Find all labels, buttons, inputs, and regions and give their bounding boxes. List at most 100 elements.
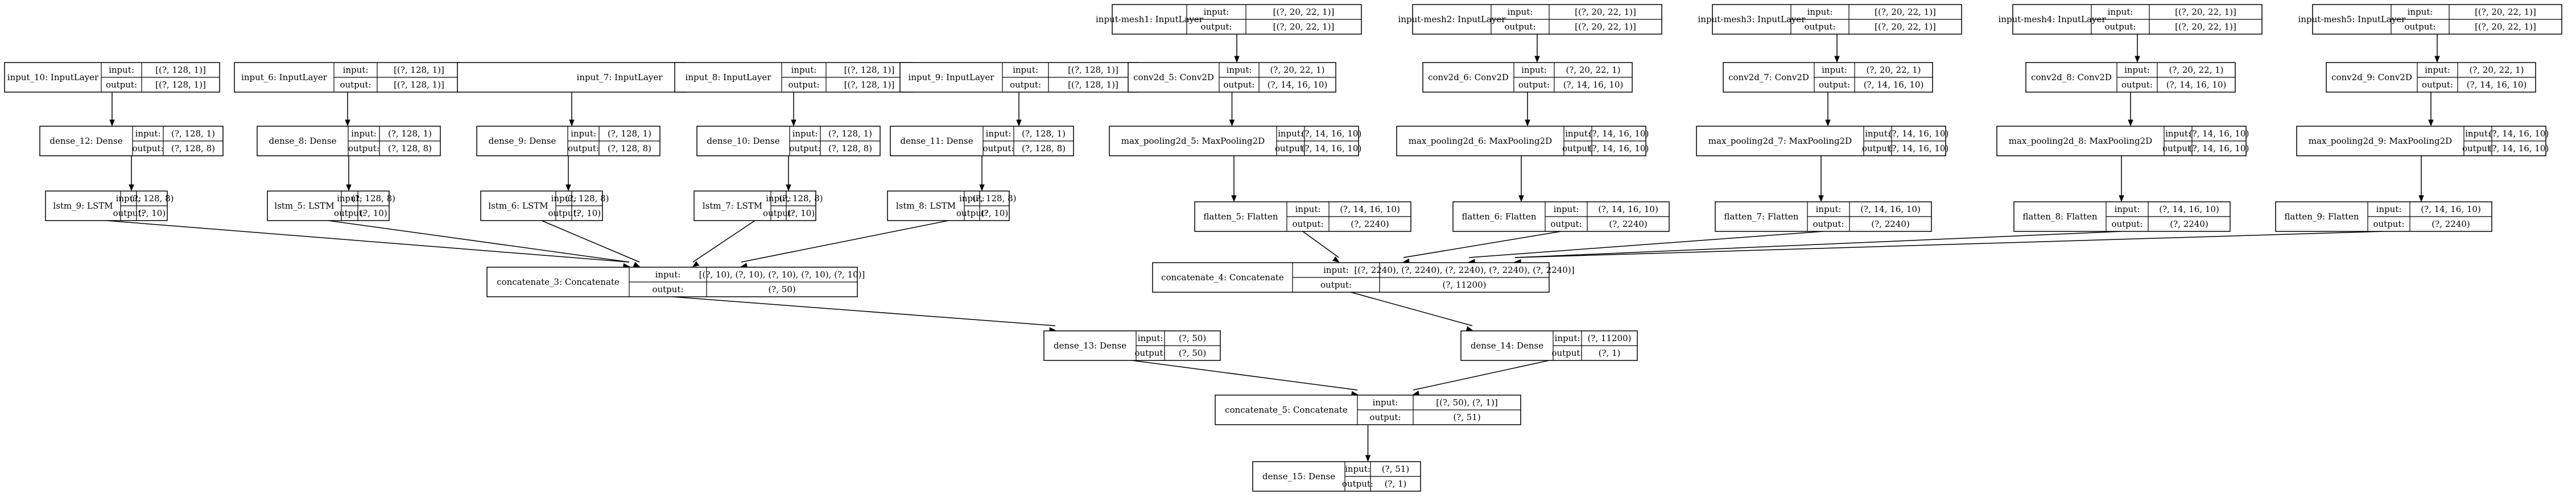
edge-lstm-9-to-concatenate-3: [106, 220, 630, 269]
input-shape: (?, 128, 1): [828, 128, 872, 139]
edge-flatten-5-to-concatenate-4: [1302, 231, 1340, 263]
edge-dense-14-to-concatenate-5: [1412, 360, 1550, 396]
edge-conv2d-6-to-max-pooling2d-6: [1525, 92, 1530, 127]
edge-line: [1514, 231, 2384, 258]
layer-node-concatenate-5: concatenate_5: Concatenateinput:output:[…: [1215, 395, 1521, 425]
output-shape: [(?, 128, 1)]: [155, 80, 206, 90]
arrow-head: [786, 184, 791, 192]
input-label: input:: [1865, 128, 1890, 139]
input-shape: [(?, 20, 22, 1)]: [1273, 7, 1335, 17]
edge-conv2d-7-to-max-pooling2d-7: [1825, 92, 1831, 127]
input-shape: (?, 20, 22, 1): [1866, 65, 1921, 75]
edge-input-mesh3-to-conv2d-7: [1834, 34, 1840, 63]
edge-dense-8-to-lstm-5: [346, 156, 352, 192]
output-shape: (?, 1): [1599, 348, 1621, 358]
layer-name: input-mesh5: InputLayer: [2298, 14, 2406, 24]
node-border: [457, 62, 687, 93]
output-label: output:: [652, 284, 683, 294]
output-label: output:: [348, 143, 379, 153]
layer-name: max_pooling2d_8: MaxPooling2D: [2009, 136, 2152, 146]
input-label: input:: [2124, 65, 2150, 75]
output-label: output:: [1813, 219, 1844, 229]
input-shape: (?, 128, 1): [1022, 128, 1066, 139]
arrow-head: [346, 184, 352, 192]
edge-flatten-6-to-concatenate-4: [1402, 231, 1562, 264]
output-shape: (?, 50): [768, 284, 795, 294]
input-shape: (?, 20, 22, 1): [1270, 65, 1324, 75]
layer-name: input_9: InputLayer: [909, 72, 995, 82]
input-shape: (?, 14, 16, 10): [1340, 204, 1400, 214]
edge-dense-11-to-lstm-8: [979, 156, 985, 192]
output-label: output:: [763, 208, 794, 218]
layer-name: dense_15: Dense: [1262, 471, 1335, 482]
edge-line: [1469, 231, 1824, 258]
edge-flatten-9-to-concatenate-4: [1514, 231, 2384, 265]
output-shape: (?, 2240): [1609, 219, 1647, 229]
input-label: input:: [1554, 204, 1579, 214]
input-shape: (?, 20, 22, 1): [1566, 65, 1620, 75]
layer-name: lstm_8: LSTM: [896, 201, 956, 211]
layer-name: flatten_9: Flatten: [2284, 211, 2359, 222]
layer-name: dense_14: Dense: [1471, 341, 1543, 351]
input-label: input:: [1816, 204, 1842, 214]
layer-node-max-pooling2d-8: max_pooling2d_8: MaxPooling2Dinput:outpu…: [1996, 126, 2249, 156]
input-shape: (?, 50): [1179, 333, 1206, 343]
edge-line: [1403, 231, 1562, 258]
input-shape: [(?, 20, 22, 1)]: [1875, 7, 1936, 17]
output-label: output:: [2462, 143, 2494, 153]
input-label: input:: [766, 193, 791, 204]
layer-name: input_8: InputLayer: [686, 72, 772, 82]
input-label: input:: [1227, 65, 1252, 75]
edge-max-pooling2d-9-to-flatten-9: [2418, 156, 2424, 202]
output-label: output:: [2104, 22, 2136, 32]
edge-input-7-to-dense-9: [569, 92, 575, 127]
output-label: output:: [2162, 143, 2194, 153]
input-label: input:: [1013, 65, 1038, 75]
layer-name: max_pooling2d_5: MaxPooling2D: [1121, 136, 1265, 146]
arrow-head: [1818, 195, 1824, 202]
input-label: input:: [655, 269, 681, 280]
arrow-head: [1518, 195, 1524, 202]
layer-name: lstm_9: LSTM: [53, 201, 113, 211]
output-shape: (?, 51): [1453, 412, 1480, 422]
arrow-head: [633, 262, 641, 267]
output-shape: (?, 14, 16, 10): [1889, 143, 1949, 153]
output-label: output:: [1320, 280, 1352, 290]
output-shape: [(?, 20, 22, 1)]: [2475, 22, 2536, 32]
edge-line: [1351, 292, 1473, 326]
input-label: input:: [337, 193, 362, 204]
edge-dense-12-to-lstm-9: [129, 156, 134, 192]
arrow-head: [1332, 256, 1340, 263]
output-label: output:: [1504, 22, 1535, 32]
input-shape: (?, 128, 1): [388, 128, 432, 139]
layer-name: conv2d_5: Conv2D: [1133, 72, 1214, 82]
input-label: input:: [1204, 7, 1229, 17]
layer-node-concatenate-3: concatenate_3: Concatenateinput:output:[…: [486, 267, 865, 297]
edge-line: [692, 220, 756, 263]
layer-node-max-pooling2d-7: max_pooling2d_7: MaxPooling2Dinput:outpu…: [1696, 126, 1948, 156]
output-label: output:: [106, 80, 137, 90]
layer-name: dense_11: Dense: [900, 136, 973, 146]
input-label: input:: [1323, 265, 1349, 275]
edge-max-pooling2d-8-to-flatten-8: [2119, 156, 2124, 202]
output-shape: (?, 2240): [1351, 219, 1389, 229]
output-shape: [(?, 20, 22, 1)]: [1273, 22, 1335, 32]
edge-conv2d-8-to-max-pooling2d-8: [2128, 92, 2133, 127]
layer-node-input-mesh4: input-mesh4: InputLayerinput:output:[(?,…: [1999, 4, 2263, 35]
output-shape: (?, 10): [787, 208, 815, 218]
input-label: input:: [551, 193, 577, 204]
input-label: input:: [959, 193, 985, 204]
edge-max-pooling2d-7-to-flatten-7: [1818, 156, 1824, 202]
